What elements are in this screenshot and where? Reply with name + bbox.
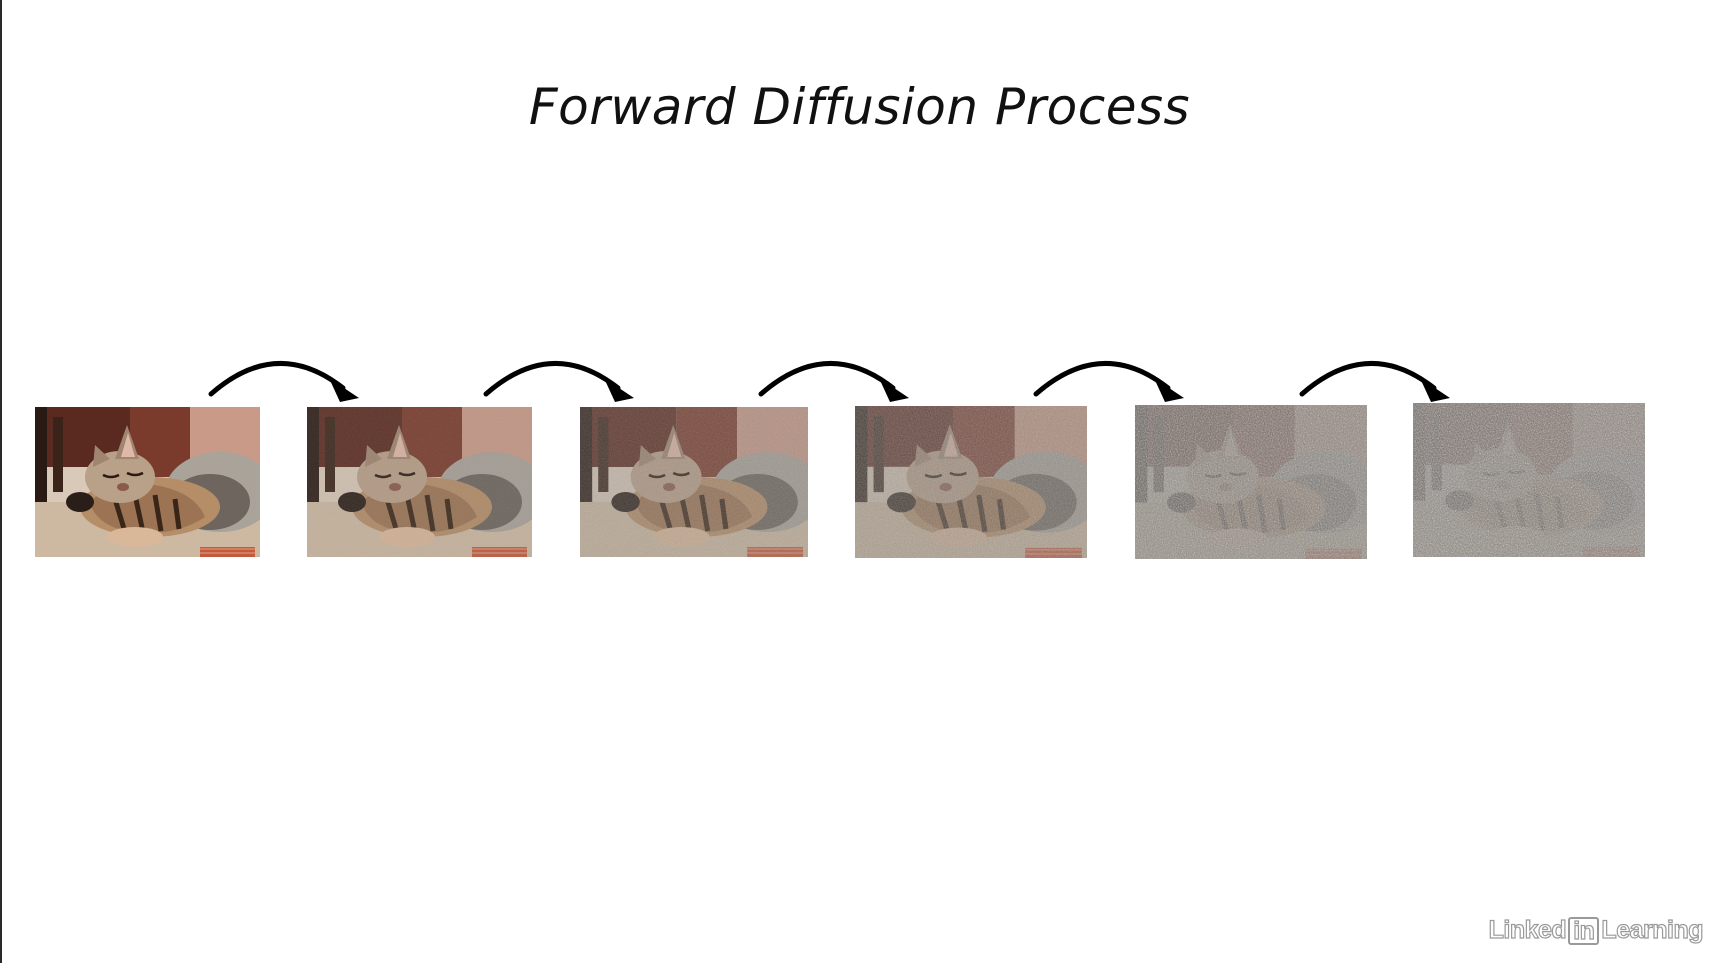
- curved-arrow-icon: [758, 360, 909, 402]
- left-border: [0, 0, 2, 963]
- curved-arrow-icon: [483, 360, 634, 402]
- diffusion-step-image: [855, 406, 1087, 558]
- diffusion-step-image: [580, 407, 808, 557]
- curved-arrow-icon: [208, 360, 359, 402]
- linkedin-learning-logo: Linked in Learning: [1488, 915, 1704, 945]
- diffusion-step-image: [1135, 405, 1367, 559]
- slide-title: Forward Diffusion Process: [528, 78, 1191, 136]
- curved-arrow-icon: [1299, 360, 1450, 402]
- diffusion-step-image: [1413, 403, 1645, 557]
- logo-text-linked: Linked: [1488, 915, 1567, 944]
- curved-arrow-icon: [1033, 360, 1184, 402]
- logo-text-in: in: [1568, 916, 1600, 945]
- diffusion-step-image: [307, 407, 532, 557]
- logo-text-learning: Learning: [1601, 915, 1704, 944]
- diffusion-step-image: [35, 407, 260, 557]
